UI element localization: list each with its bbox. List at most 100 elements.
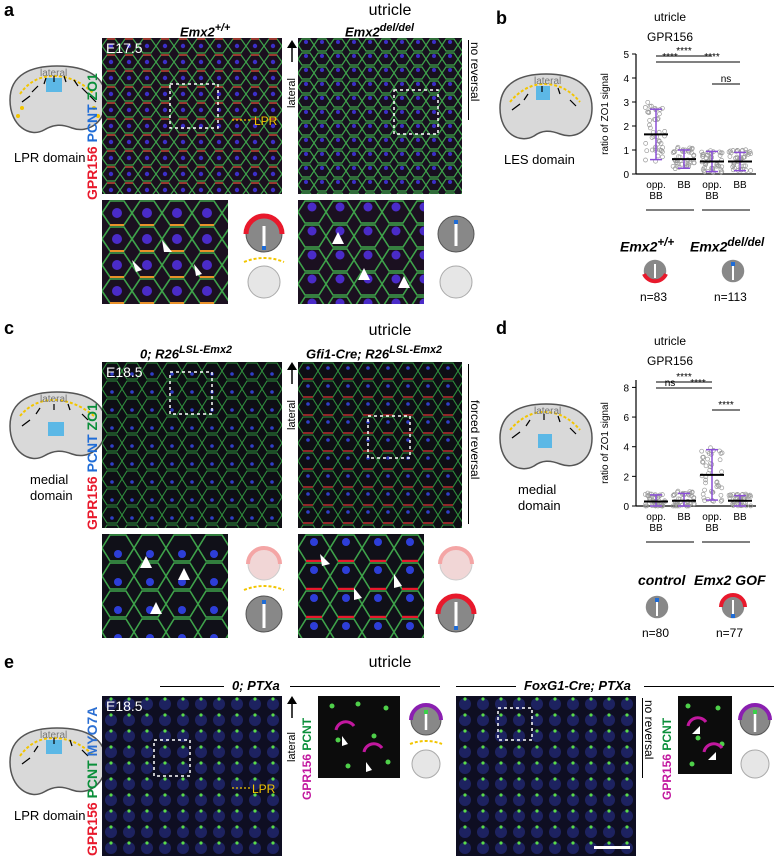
data-point (657, 111, 662, 117)
micrograph-c-gof (298, 362, 462, 528)
data-point (645, 99, 651, 105)
data-point (710, 489, 716, 495)
panel-e-stage: E18.5 (106, 698, 143, 714)
panel-a-channel-label: GPR156 PCNT ZO1 (84, 73, 100, 200)
data-point (703, 463, 709, 469)
utricle-diagram-a (9, 65, 107, 134)
data-point (672, 149, 677, 155)
micrograph-e-control (102, 696, 282, 856)
inset-c-control (102, 534, 228, 638)
panel-a-side-bar (468, 40, 469, 120)
data-point (647, 125, 653, 131)
inset-a-wt (102, 200, 228, 304)
x-category-label: BB (733, 512, 747, 523)
data-point (703, 477, 709, 483)
data-point (702, 165, 707, 170)
y-tick-label: 0 (623, 502, 629, 513)
y-axis-label: ratio of ZO1 signal (600, 402, 611, 484)
inset-c-gof (298, 534, 424, 638)
data-point (731, 162, 737, 168)
diagram-a-top-label: lateral (40, 68, 68, 79)
inset-e-mutant (678, 696, 732, 774)
panel-a-genotype-right: Emx2del/del (345, 22, 415, 40)
panel-e-genotype-left: 0; PTXa (232, 678, 280, 693)
data-point (647, 118, 653, 123)
panel-label-c: c (4, 318, 15, 338)
data-point (691, 153, 696, 159)
data-point (743, 163, 748, 169)
panel-e-side-bar (642, 698, 643, 778)
diagram-c-top-label: lateral (40, 394, 68, 405)
data-point (733, 155, 738, 161)
y-tick-label: 5 (623, 50, 629, 61)
panel-c-side-label: forced reversal (468, 400, 482, 480)
data-point (717, 448, 722, 454)
data-point (719, 497, 725, 503)
panel-c-channel-label: GPR156 PCNT ZO1 (84, 403, 100, 530)
cell-icon-d-right (719, 593, 747, 620)
data-point (733, 149, 739, 154)
panel-a-title: utricle (368, 2, 412, 19)
y-tick-label: 2 (623, 122, 629, 133)
chart-d-n-left: n=80 (642, 626, 670, 640)
inset-a-mutant (298, 200, 424, 304)
y-tick-label: 1 (623, 146, 629, 157)
data-point (718, 492, 724, 498)
data-point (742, 154, 748, 160)
panel-label-b: b (496, 8, 507, 28)
diagram-a-bottom-label: LPR domain (14, 150, 86, 165)
panel-d-title: utricle (653, 334, 686, 348)
x-category-label: opp. (702, 180, 721, 191)
panel-d-subtitle: GPR156 (646, 354, 694, 368)
data-point (672, 492, 677, 498)
panel-c-stage: E18.5 (106, 364, 143, 380)
data-point (718, 498, 724, 504)
data-point (748, 503, 754, 509)
panel-a-genotype-left: Emx2+/+ (180, 22, 231, 40)
data-point (705, 456, 710, 462)
data-point (714, 480, 720, 485)
y-tick-label: 6 (623, 413, 629, 424)
data-point (700, 455, 706, 460)
significance-label: **** (662, 52, 678, 63)
panel-e-axis-label: lateral (286, 732, 298, 762)
panel-a-stage: E17.5 (106, 40, 143, 56)
micrograph-a-mutant (298, 38, 462, 194)
lateral-arrow-icon (287, 362, 297, 384)
data-point (730, 167, 736, 173)
y-tick-label: 0 (623, 170, 629, 181)
data-point (662, 128, 668, 134)
data-point (728, 148, 733, 154)
data-point (719, 485, 725, 491)
y-tick-label: 2 (623, 472, 629, 483)
data-point (748, 168, 754, 173)
panel-a-side-label: no reversal (468, 42, 482, 102)
panel-a-axis-label: lateral (286, 78, 298, 108)
data-point (702, 487, 707, 493)
y-tick-label: 4 (623, 74, 629, 85)
chart-d-group-right: Emx2 GOF (694, 572, 766, 588)
significance-label: **** (676, 46, 692, 57)
panel-e-right-rule (456, 686, 516, 687)
x-category-label: BB (677, 512, 691, 523)
data-point (719, 164, 725, 170)
data-point (646, 109, 652, 115)
panel-e-inset-channel-right: GPR156 PCNT (660, 717, 674, 800)
panel-e-genotype-right: FoxG1-Cre; PTXa (524, 678, 631, 693)
data-point (730, 492, 736, 497)
data-point (675, 488, 681, 494)
significance-label: ns (721, 74, 732, 85)
panel-c-axis-label: lateral (286, 400, 298, 430)
chart-b-n-right: n=113 (714, 290, 747, 304)
panel-c-side-bar (468, 364, 469, 524)
panel-label-e: e (4, 652, 15, 672)
panel-label-d: d (496, 318, 507, 338)
data-point (701, 168, 707, 174)
data-point (643, 157, 648, 163)
x-category-label: opp. (702, 512, 721, 523)
data-point (730, 148, 736, 153)
data-point (716, 163, 722, 169)
utricle-diagram-e (9, 727, 107, 796)
chart-b-genotype-right: Emx2del/del (690, 236, 765, 255)
